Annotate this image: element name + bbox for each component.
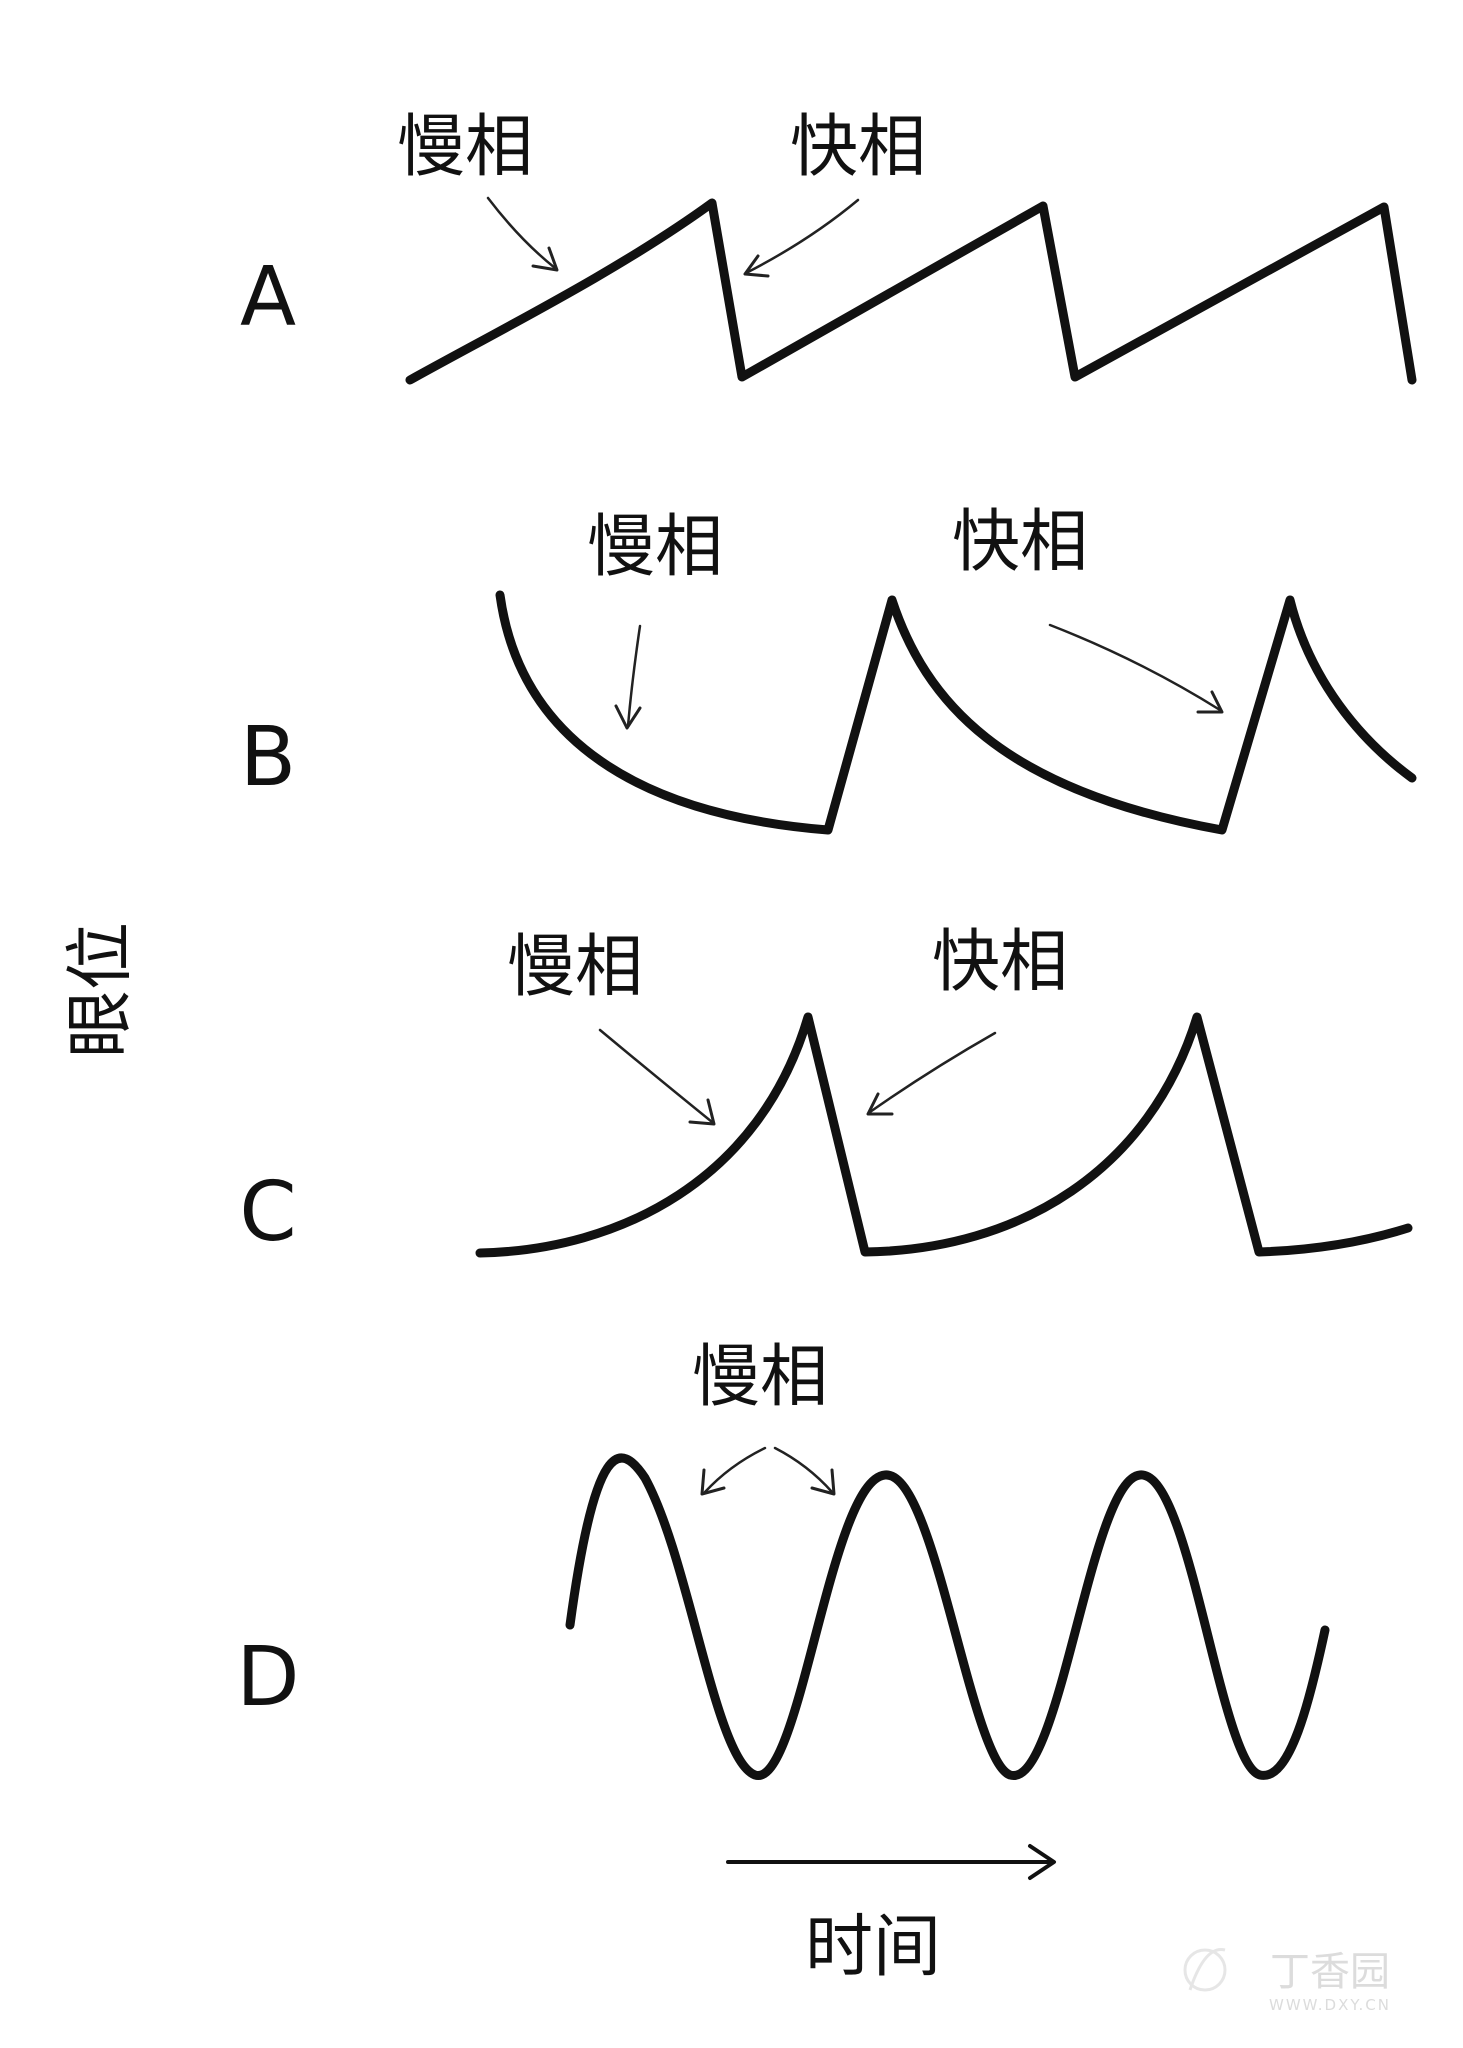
panel-d-slow-label: 慢相	[692, 1338, 828, 1417]
panel-b-slow-arrow	[614, 624, 642, 730]
watermark-logo-icon	[1183, 1948, 1227, 1992]
panel-d-slow-arrow-right	[773, 1446, 836, 1496]
panel-c-slow-label: 慢相	[507, 928, 643, 1007]
panel-a-slow-label: 慢相	[397, 108, 533, 187]
watermark-name: 丁香园	[1270, 1949, 1390, 1995]
panel-d-waveform	[565, 1453, 1330, 1780]
panel-a-fast-label: 快相	[790, 108, 926, 187]
panel-a-slow-arrow	[486, 196, 559, 272]
panel-c-fast-label: 快相	[932, 923, 1068, 1002]
x-axis-label: 时间	[805, 1908, 941, 1987]
panel-c: C 慢相 快相	[239, 923, 1413, 1260]
panel-b-fast-arrow	[1048, 623, 1224, 714]
panel-d: D 慢相	[236, 1338, 1330, 1780]
panel-b-letter: B	[240, 710, 296, 805]
panel-d-letter: D	[236, 1630, 299, 1725]
panel-b-slow-label: 慢相	[587, 508, 723, 587]
panel-c-fast-arrow	[866, 1031, 997, 1116]
panel-b-waveform	[495, 590, 1417, 835]
panel-d-slow-arrow-left	[700, 1446, 767, 1496]
panel-c-waveform	[475, 1012, 1413, 1258]
panel-a-letter: A	[240, 250, 296, 345]
panel-b-fast-label: 快相	[952, 503, 1088, 582]
panel-c-slow-arrow	[598, 1028, 716, 1126]
panel-a: A 慢相 快相	[240, 108, 1417, 385]
watermark: 丁香园 WWW.DXY.CN	[1183, 1948, 1391, 2014]
panel-b: B 慢相 快相	[240, 503, 1417, 835]
panel-a-fast-arrow	[743, 198, 860, 278]
panel-a-waveform	[405, 198, 1417, 385]
y-axis-label: 眼位	[62, 922, 141, 1058]
panel-c-letter: C	[239, 1165, 296, 1260]
watermark-url: WWW.DXY.CN	[1269, 1996, 1391, 2014]
time-axis-arrow	[726, 1844, 1056, 1880]
